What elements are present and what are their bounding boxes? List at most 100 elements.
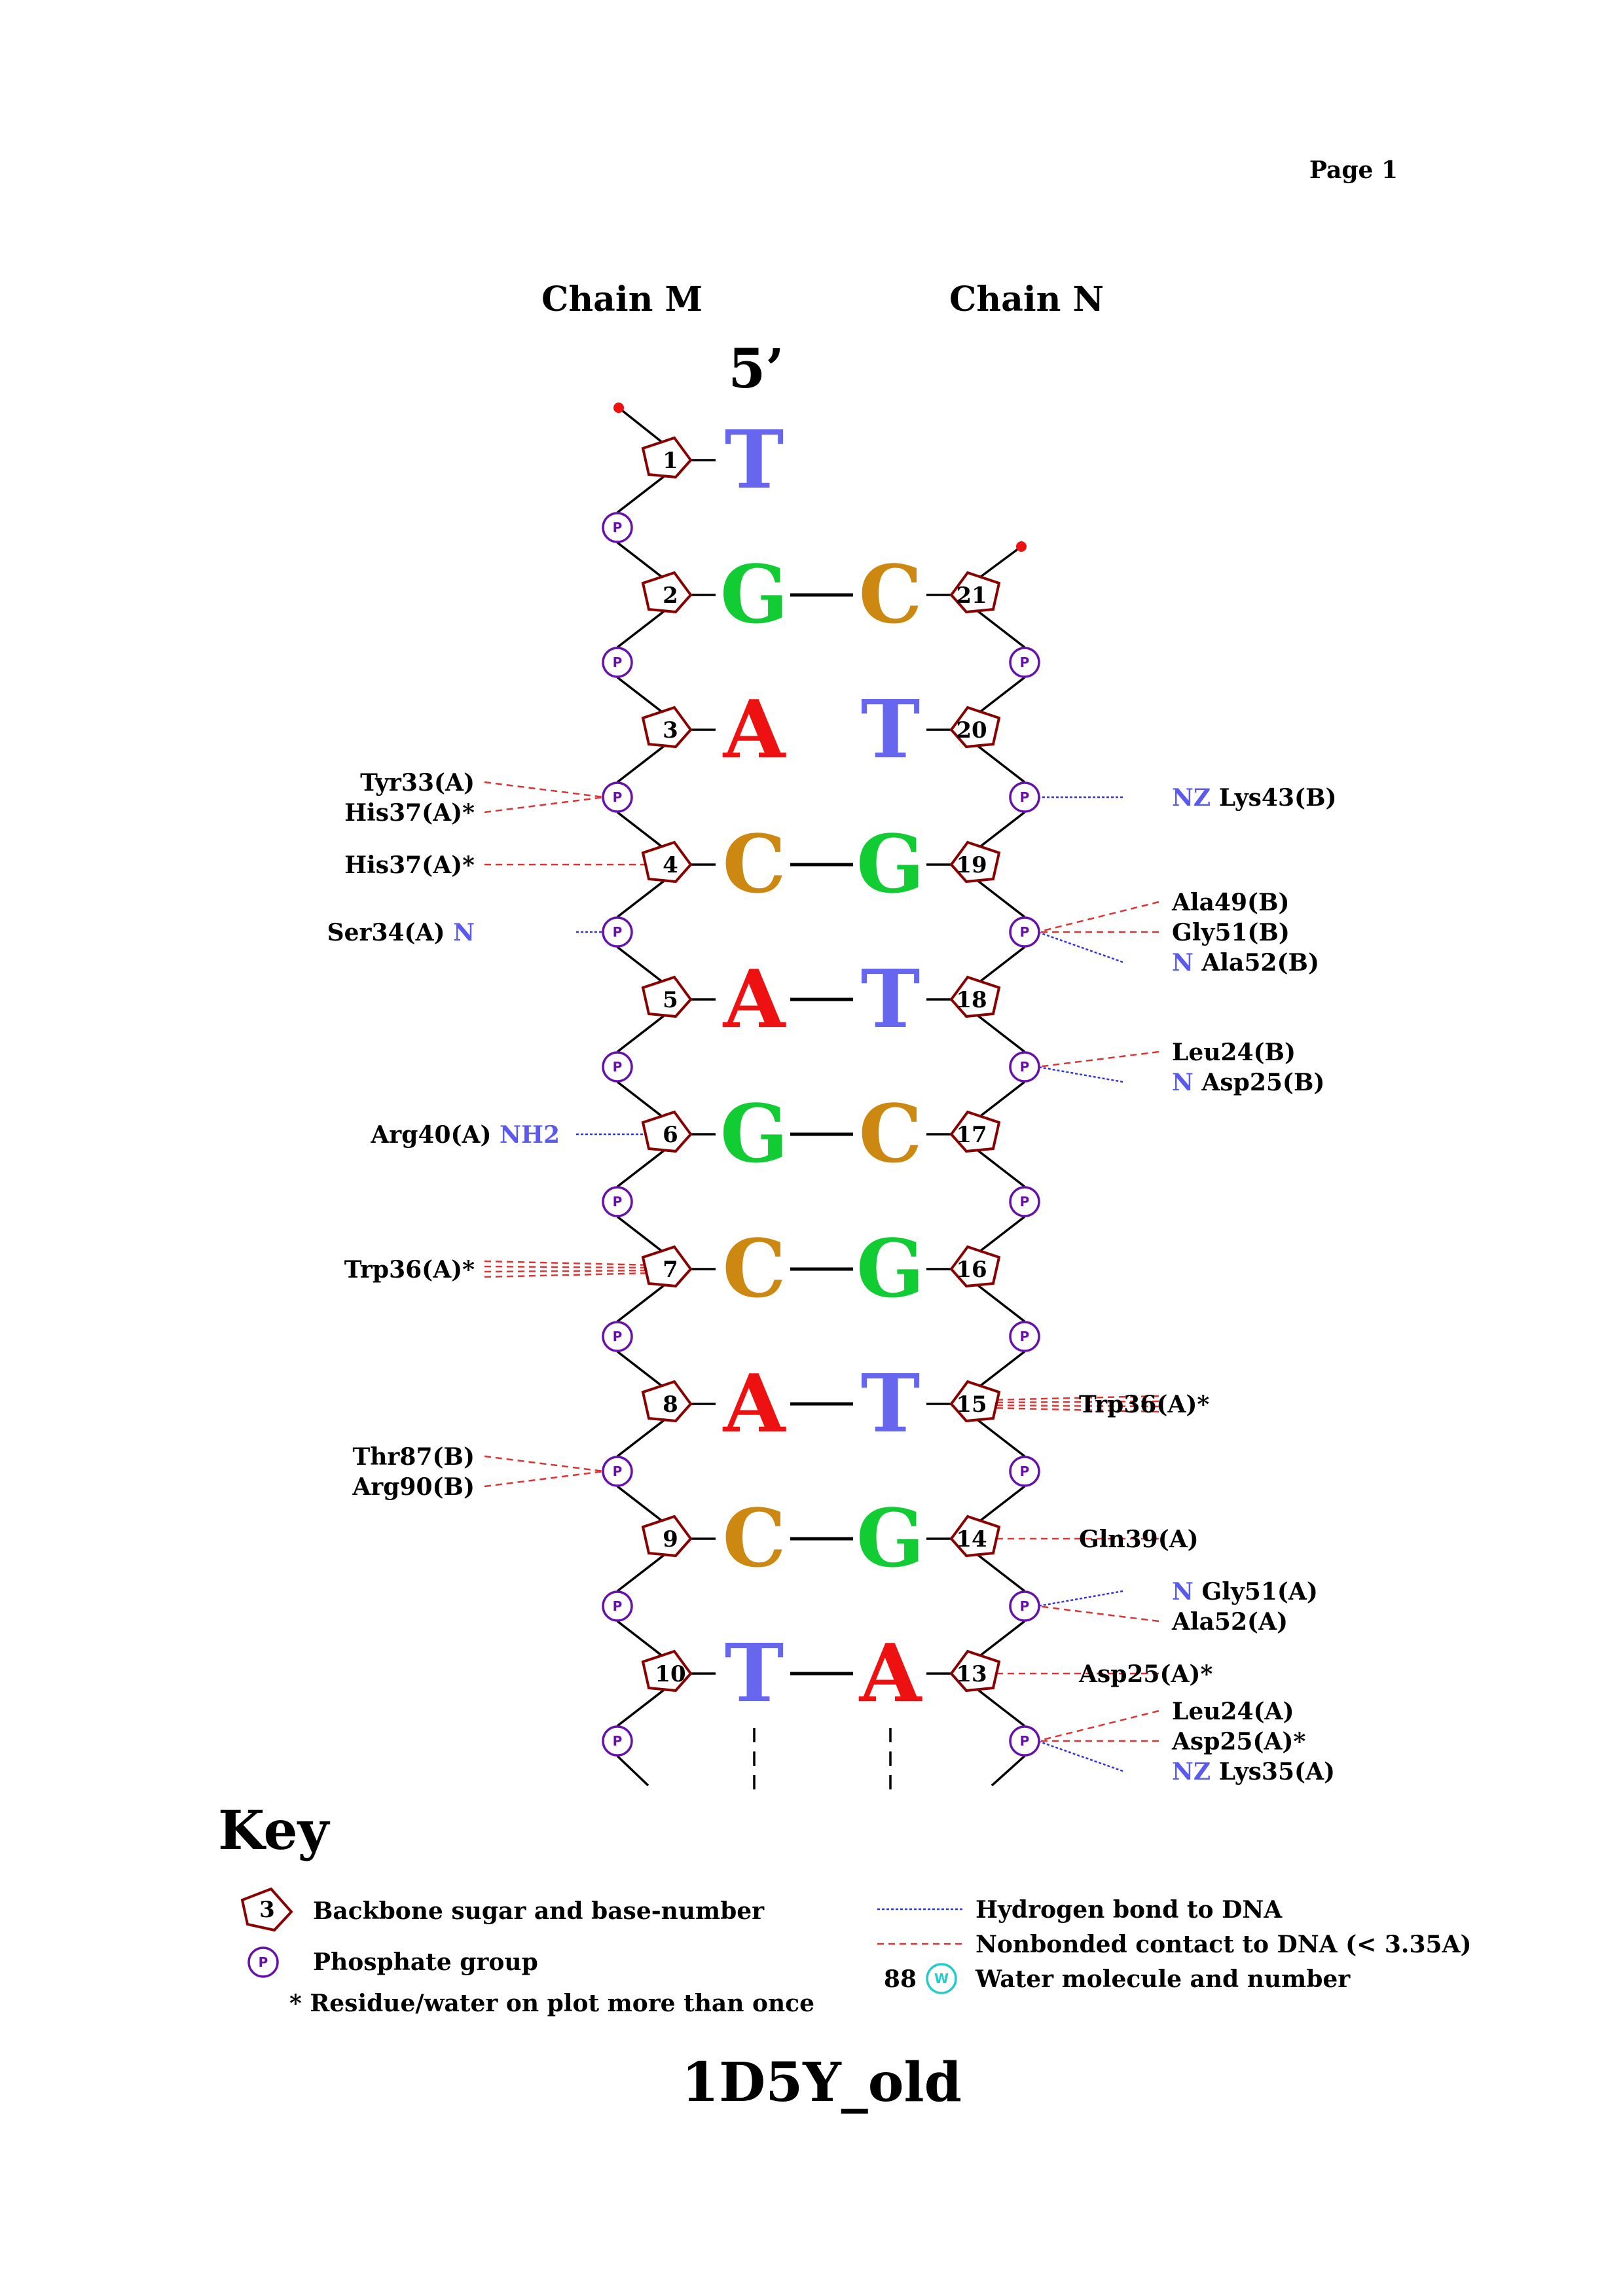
phosphate-symbol: P (1020, 789, 1030, 805)
sugar-icon (949, 706, 1001, 749)
backbone-tail-left (616, 1755, 649, 1787)
key-sugar-symbol: 3 (240, 1887, 293, 1932)
phosphate-symbol: P (1020, 1598, 1030, 1614)
phosphate-symbol: P (1020, 1194, 1030, 1210)
base-letter-right: G (856, 1221, 924, 1316)
sugar-icon (949, 1245, 1001, 1288)
phosphate-symbol: P (613, 1463, 623, 1479)
base-letter-right: T (861, 1356, 921, 1450)
phosphate-icon (602, 1725, 633, 1757)
phosphate-symbol: P (613, 789, 623, 805)
base-letter-right: T (861, 682, 921, 776)
structure-title: 1D5Y_old (682, 2051, 962, 2114)
base-letter-right: G (856, 1491, 924, 1585)
water-icon (926, 1963, 957, 1994)
backbone-bond-left (616, 541, 668, 582)
phosphate-symbol: P (613, 924, 623, 940)
sugar-number-left: 3 (663, 717, 678, 744)
backbone-tail-right (991, 1755, 1026, 1787)
backbone-bond-right (974, 1417, 1026, 1458)
nonbonded-contact-line (484, 1269, 654, 1273)
base-letter-left: A (723, 682, 787, 776)
sugar-icon (949, 1110, 1001, 1153)
sugar-number-right: 13 (956, 1661, 987, 1687)
sugar-number-left: 8 (663, 1391, 678, 1418)
five-prime-label: 5’ (728, 338, 784, 401)
phosphate-icon (1009, 1051, 1040, 1083)
nonbonded-contact-line (484, 1470, 605, 1488)
sugar-icon (240, 1887, 293, 1932)
sugar-number-left: 5 (663, 987, 678, 1013)
sugar-icon (949, 1515, 1001, 1558)
backbone-bond-left (616, 1485, 668, 1526)
nonbonded-contact-line (988, 1407, 1159, 1413)
terminal-3prime-bond-right (974, 545, 1023, 582)
backbone-bond-left (616, 676, 668, 717)
contact-atom: NZ (1172, 784, 1219, 812)
sugar-number-left: 1 (663, 448, 678, 474)
phosphate-symbol: P (613, 1059, 623, 1075)
phosphate-icon (1009, 1321, 1040, 1352)
key-sugar-number: 3 (259, 1897, 275, 1923)
sugar-icon (641, 706, 693, 749)
backbone-bond-right (974, 1215, 1026, 1256)
phosphate-icon (602, 781, 633, 813)
nonbonded-contact-line (484, 1265, 654, 1269)
backbone-bond-right (974, 1147, 1026, 1188)
contact-label: Trp36(A)* (344, 1256, 475, 1283)
backbone-bond-right (974, 1282, 1026, 1323)
backbone-bond-left (616, 1282, 668, 1323)
contact-label: Asp25(A)* (1171, 1728, 1305, 1755)
phosphate-symbol: P (613, 1733, 623, 1749)
hydrogen-bond-line (1037, 1066, 1123, 1083)
sugar-number-left: 2 (663, 583, 678, 609)
sugar-number-right: 15 (956, 1391, 987, 1418)
backbone-bond-left (616, 608, 668, 649)
hydrogen-bond-line (1037, 931, 1123, 963)
phosphate-icon (602, 1051, 633, 1083)
phosphate-symbol: P (613, 655, 623, 670)
backbone-bond-left (616, 811, 668, 852)
phosphate-symbol: P (613, 1194, 623, 1210)
sugar-icon (641, 840, 693, 884)
backbone-bond-right (974, 1350, 1026, 1391)
contact-labels: Tyr33(A)His37(A)*His37(A)*Ser34(A) NArg4… (327, 769, 1337, 1785)
base-letter-left: T (725, 1626, 784, 1720)
key-water-symbol: W (934, 1971, 949, 1986)
phosphate-icon (1009, 916, 1040, 948)
phosphate-symbol: P (613, 1329, 623, 1344)
terminal-atom-right (1016, 541, 1027, 552)
backbone-bond-left (616, 946, 668, 986)
contact-label: Asp25(A)* (1078, 1660, 1213, 1688)
contact-label: NZ Lys43(B) (1172, 784, 1337, 812)
phosphate-icon (1009, 1590, 1040, 1622)
hydrogen-bond-line (1037, 1590, 1123, 1607)
phosphate-icon (602, 1456, 633, 1487)
phosphate-icon (1009, 1725, 1040, 1757)
nonbonded-contact-line (1037, 1605, 1159, 1623)
contact-residue: Ala52(B) (1201, 949, 1319, 977)
key-title: Key (218, 1799, 331, 1862)
contact-label: Leu24(B) (1172, 1039, 1296, 1066)
sugar-icon (641, 436, 693, 479)
key-hbond-text: Hydrogen bond to DNA (976, 1896, 1283, 1924)
base-letter-left: T (725, 412, 784, 507)
nonbonded-contact-line (484, 1272, 654, 1278)
sugar-number-left: 9 (663, 1526, 678, 1552)
sugar-number-left: 6 (663, 1122, 678, 1148)
base-letter-right: G (856, 817, 924, 911)
contact-label: N Ala52(B) (1172, 949, 1319, 977)
terminal-atom-left (613, 403, 624, 413)
backbone-bond-left (616, 1147, 668, 1188)
contact-label: Trp36(A)* (1079, 1391, 1209, 1418)
backbone-bond-right (974, 1081, 1026, 1121)
nonbonded-contact-line (484, 1455, 605, 1473)
key-phosphate-symbol: P (259, 1954, 268, 1970)
key-sugar-text: Backbone sugar and base-number (313, 1897, 765, 1925)
phosphate-icon (1009, 781, 1040, 813)
base-letter-right: C (858, 1086, 922, 1181)
base-letter-left: C (722, 1491, 786, 1585)
contact-residue: Arg40(A) (370, 1121, 500, 1149)
key-multi-text: * Residue/water on plot more than once (289, 1990, 814, 2017)
